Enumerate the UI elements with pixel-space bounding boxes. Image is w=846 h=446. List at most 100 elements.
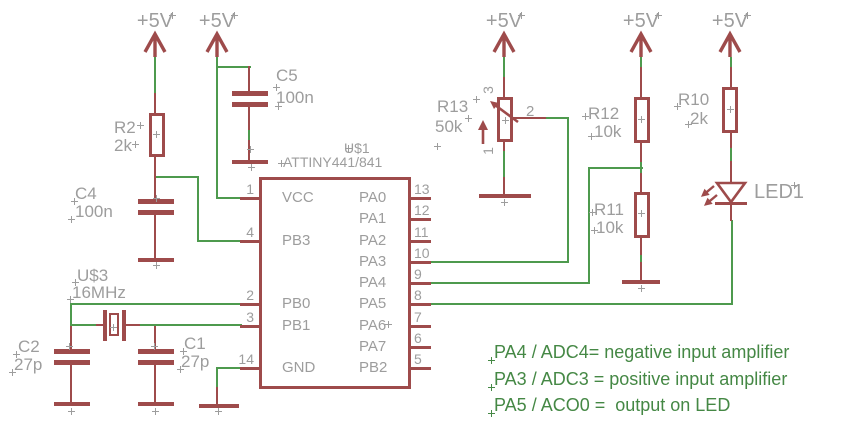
wire-segment	[139, 324, 242, 326]
lead-segment	[512, 117, 546, 119]
wire-segment	[730, 147, 732, 162]
gnd-symbol	[479, 194, 531, 198]
potentiometer-adjust-arrow-icon	[478, 120, 488, 144]
capacitor-c5-plate	[232, 102, 268, 107]
lead-segment	[154, 365, 156, 406]
lead-segment	[640, 237, 642, 255]
origin-cross-icon	[248, 164, 255, 171]
origin-cross-icon	[488, 410, 495, 417]
pin-number: 6	[414, 330, 422, 346]
wire-segment	[588, 167, 643, 169]
origin-cross-icon	[66, 343, 73, 350]
wire-segment	[545, 117, 569, 119]
pin-name: VCC	[282, 189, 314, 206]
pin-stub	[411, 218, 431, 221]
pin-number: 7	[414, 309, 422, 325]
c2-ref: C2	[18, 337, 40, 356]
led-emission-arrows-icon	[700, 185, 718, 206]
vcc-arrow-icon	[492, 30, 516, 57]
pin-number: 3	[246, 309, 254, 325]
lead-segment	[70, 365, 72, 406]
resistor-r12-body	[634, 97, 650, 143]
pin-name: PA1	[359, 210, 387, 227]
led1-ref: LED1	[754, 181, 805, 203]
lead-segment	[730, 203, 732, 221]
vcc-arrow-icon	[205, 30, 229, 57]
crystal-plate	[103, 310, 107, 341]
pin-name: PA4	[359, 274, 387, 291]
xtal-value: 16MHz	[72, 283, 126, 302]
origin-cross-icon	[345, 145, 352, 152]
r11-ref: R11	[594, 200, 624, 219]
lead-segment	[640, 141, 642, 162]
pin-name: PB0	[282, 295, 311, 312]
vcc-arrow-icon	[629, 30, 653, 57]
origin-cross-icon	[502, 117, 509, 124]
led-diode-icon	[714, 181, 748, 205]
origin-cross-icon	[638, 116, 645, 123]
wire-segment	[503, 57, 505, 78]
wire-segment	[567, 117, 569, 263]
wire-segment	[216, 197, 242, 199]
r11-value: 10k	[596, 218, 624, 237]
pin-name: PA7	[359, 338, 387, 355]
ic-body	[259, 177, 411, 389]
origin-cross-icon	[588, 133, 595, 140]
annotation-pa3: PA3 / ADC3 = positive input amplifier	[494, 369, 788, 389]
origin-cross-icon	[231, 12, 238, 19]
pin-name: PA5	[359, 295, 387, 312]
pin-number: 2	[246, 287, 254, 303]
lead-segment	[154, 215, 156, 259]
origin-cross-icon	[589, 209, 596, 216]
origin-cross-icon	[153, 195, 160, 202]
lead-segment	[640, 262, 642, 282]
lead-segment	[248, 66, 250, 92]
crystal-plate	[122, 310, 126, 341]
pin-number: 11	[414, 224, 429, 240]
origin-cross-icon	[727, 106, 734, 113]
origin-cross-icon	[247, 146, 254, 153]
gnd-symbol	[232, 160, 268, 164]
origin-cross-icon	[68, 408, 75, 415]
c1-value: 27p	[181, 352, 210, 371]
pin-number: 13	[414, 181, 430, 197]
pin-name: PB3	[282, 232, 311, 249]
pin-name: PA2	[359, 232, 387, 249]
resistor-r11-body	[634, 192, 650, 238]
wire-segment	[430, 303, 733, 305]
pin-stub	[411, 367, 431, 370]
pin-number: 12	[414, 202, 430, 218]
pin-number: 5	[414, 351, 422, 367]
wire-segment	[503, 150, 505, 178]
lead-segment	[70, 326, 72, 350]
origin-cross-icon	[473, 96, 480, 103]
origin-cross-icon	[13, 351, 20, 358]
origin-cross-icon	[177, 366, 184, 373]
vcc-label-4: +5V	[622, 10, 660, 32]
origin-cross-icon	[273, 84, 280, 91]
pin-name: PA0	[359, 189, 387, 206]
gnd-symbol	[54, 402, 90, 406]
wire-segment	[216, 57, 218, 199]
wire-segment	[197, 240, 242, 242]
ic-designator: U$1	[344, 140, 370, 156]
origin-cross-icon	[685, 121, 692, 128]
vcc-label-2: +5V	[198, 10, 236, 32]
c2-value: 27p	[14, 355, 43, 374]
ic-part-name: ATTINY441/841	[283, 154, 383, 170]
vcc-arrow-icon	[143, 30, 167, 57]
origin-cross-icon	[153, 262, 160, 269]
lead-segment	[640, 173, 642, 193]
origin-cross-icon	[655, 12, 662, 19]
origin-cross-icon	[791, 182, 798, 189]
c1-ref: C1	[184, 334, 206, 353]
lead-segment	[154, 155, 156, 201]
origin-cross-icon	[488, 357, 495, 364]
capacitor-c4-plate	[138, 210, 174, 215]
wire-segment	[216, 367, 242, 369]
lead-segment	[216, 387, 218, 407]
wire-segment	[70, 303, 72, 326]
wire-segment	[216, 66, 251, 68]
wire-segment	[731, 220, 733, 305]
wire-segment	[70, 303, 242, 305]
